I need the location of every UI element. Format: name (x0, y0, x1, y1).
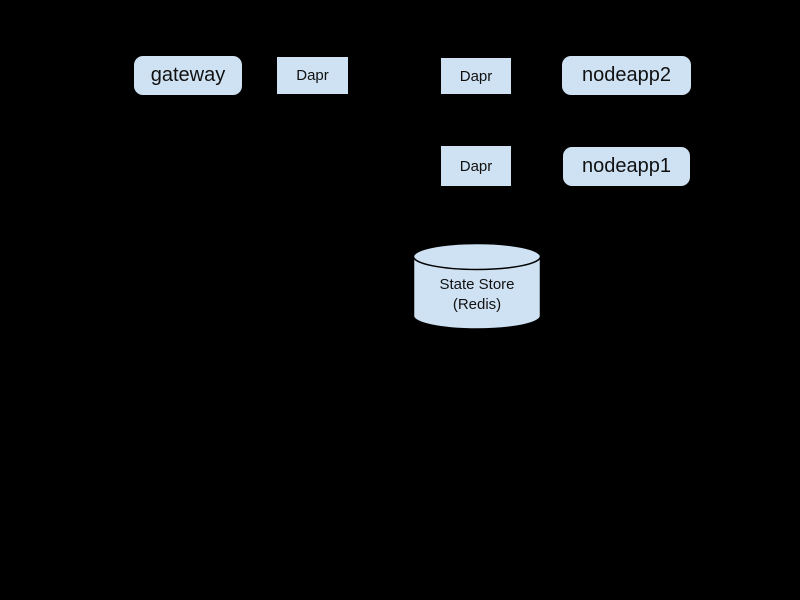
cylinder-body (412, 256, 542, 330)
node-dapr-sidecar-nodeapp1: Dapr (441, 146, 511, 186)
node-nodeapp1: nodeapp1 (563, 147, 690, 186)
node-dapr-sidecar-gateway: Dapr (277, 57, 348, 94)
node-nodeapp2: nodeapp2 (562, 56, 691, 95)
cylinder-lid (412, 242, 542, 271)
node-gateway: gateway (134, 56, 242, 95)
cylinder-shape (412, 242, 542, 330)
state-store-label-line2: (Redis) (452, 296, 502, 313)
state-store-label-line1: State Store (439, 276, 515, 293)
node-state-store: State Store (Redis) (412, 242, 542, 331)
state-store-label: State Store (Redis) (412, 275, 542, 315)
node-dapr-sidecar-nodeapp2: Dapr (441, 58, 511, 94)
